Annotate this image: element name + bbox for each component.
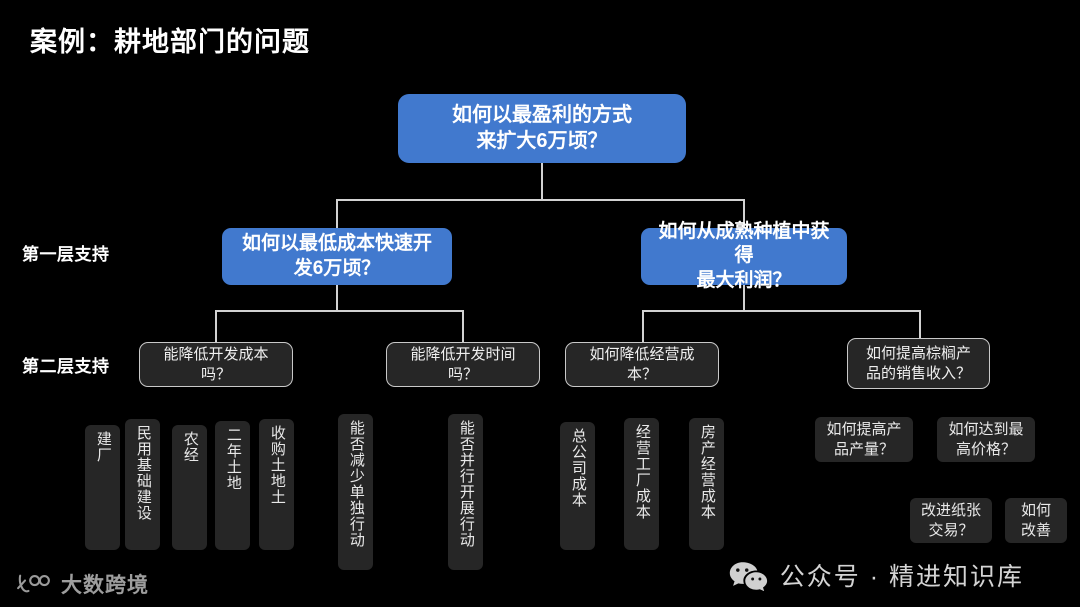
node-root-line2: 来扩大6万顷？ [476,129,608,152]
node-level1-1-line2: 最大利润？ [696,269,792,291]
connector-root-bar [336,199,744,201]
leaf-civil-infrastructure[interactable]: 民用基础建设 [125,419,160,550]
node-level2-reduce-dev-time[interactable]: 能降低开发时间吗？ [386,342,540,387]
connector-root-stem [541,163,543,200]
leaf-increase-output[interactable]: 如何提高产 品产量？ [815,417,913,462]
node-level2-reduce-opex[interactable]: 如何降低经营成本？ [565,342,719,387]
leaf-horizontal-2-line2: 交易？ [928,521,974,539]
leaf-vertical-3-label: 二年土地 [224,427,242,491]
leaf-horizontal-1-line2: 高价格？ [955,440,1016,458]
node-level2-reduce-dev-cost[interactable]: 能降低开发成本吗？ [139,342,293,387]
node-level2-2-label: 如何降低经营成本？ [589,346,695,383]
node-level2-3-line2: 品的销售收入？ [865,364,971,382]
connector-l1-right-stem [743,199,745,228]
node-level2-increase-palm-sales[interactable]: 如何提高棕榈产 品的销售收入？ [847,338,990,389]
wechat-label: 公众号 · 精进知识库 [779,563,1024,591]
leaf-vertical-1-label: 民用基础建设 [134,425,152,521]
leaf-horizontal-3-line2: 改善 [1020,521,1051,539]
leaf-property-opex[interactable]: 房产经营成本 [689,418,724,550]
node-level2-0-label: 能降低开发成本吗？ [163,346,269,383]
node-level2-3-line1: 如何提高棕榈产 [865,345,971,363]
node-root-line1: 如何以最盈利的方式 [452,103,632,126]
node-level1-lowest-cost[interactable]: 如何以最低成本快速开 发6万顷？ [222,228,452,285]
leaf-vertical-4-label: 收购土地土 [268,425,286,505]
leaf-build-factory[interactable]: 建厂 [85,425,120,550]
leaf-horizontal-3-line1: 如何 [1020,502,1051,520]
leaf-how-to-improve[interactable]: 如何 改善 [1005,498,1067,543]
leaf-vertical-2-label: 农经 [181,431,199,463]
connector-l2-node3-stem [642,310,644,342]
leaf-vertical-9-label: 房产经营成本 [698,424,716,520]
connector-l2-right-stem [743,284,745,311]
leaf-two-year-land[interactable]: 二年土地 [215,421,250,550]
node-root-question[interactable]: 如何以最盈利的方式 来扩大6万顷？ [398,94,686,163]
leaf-highest-price[interactable]: 如何达到最 高价格？ [937,417,1035,462]
leaf-vertical-6-label: 能否并行开展行动 [457,420,475,548]
leaf-vertical-7-label: 总公司成本 [569,428,587,508]
leaf-horizontal-1-line1: 如何达到最 [948,421,1024,439]
leaf-hq-cost[interactable]: 总公司成本 [560,422,595,550]
node-level1-0-line2: 发6万顷？ [293,257,381,279]
wechat-watermark: 公众号 · 精进知识库 [728,557,1024,593]
leaf-improve-paper-trade[interactable]: 改进纸张 交易？ [910,498,992,543]
connector-l2-node4-stem [919,310,921,338]
leaf-vertical-5-label: 能否减少单独行动 [347,420,365,548]
leaf-reduce-standalone-actions[interactable]: 能否减少单独行动 [338,414,373,570]
connector-l2-left-bar [215,310,463,312]
leaf-agri-economy[interactable]: 农经 [172,425,207,550]
leaf-vertical-0-label: 建厂 [94,431,112,463]
node-level1-max-profit[interactable]: 如何从成熟种植中获得 最大利润？ [641,221,847,291]
node-level1-0-line1: 如何以最低成本快速开 [241,233,432,255]
wechat-icon [728,559,768,592]
connector-l2-node1-stem [215,310,217,342]
leaf-vertical-8-label: 经营工厂成本 [633,424,651,520]
connector-l2-left-stem [336,284,338,311]
leaf-horizontal-2-line1: 改进纸张 [920,502,981,520]
tier-label-second: 第二层支持 [22,357,110,376]
dashu-logo-icon [16,572,52,596]
tier-label-first: 第一层支持 [22,245,110,264]
leaf-acquire-land[interactable]: 收购土地土 [259,419,294,550]
connector-l2-right-bar [642,310,920,312]
node-level1-1-line1: 如何从成熟种植中获得 [658,221,830,267]
brand-name: 大数跨境 [61,574,149,597]
brand-footer: 大数跨境 [16,569,149,599]
leaf-factory-opex[interactable]: 经营工厂成本 [624,418,659,550]
node-level2-1-label: 能降低开发时间吗？ [410,346,516,383]
connector-l2-node2-stem [462,310,464,342]
leaf-parallel-actions[interactable]: 能否并行开展行动 [448,414,483,570]
leaf-horizontal-0-line1: 如何提高产 [826,421,902,439]
page-title: 案例：耕地部门的问题 [30,27,310,57]
leaf-horizontal-0-line2: 品产量？ [833,440,894,458]
connector-l1-left-stem [336,199,338,228]
